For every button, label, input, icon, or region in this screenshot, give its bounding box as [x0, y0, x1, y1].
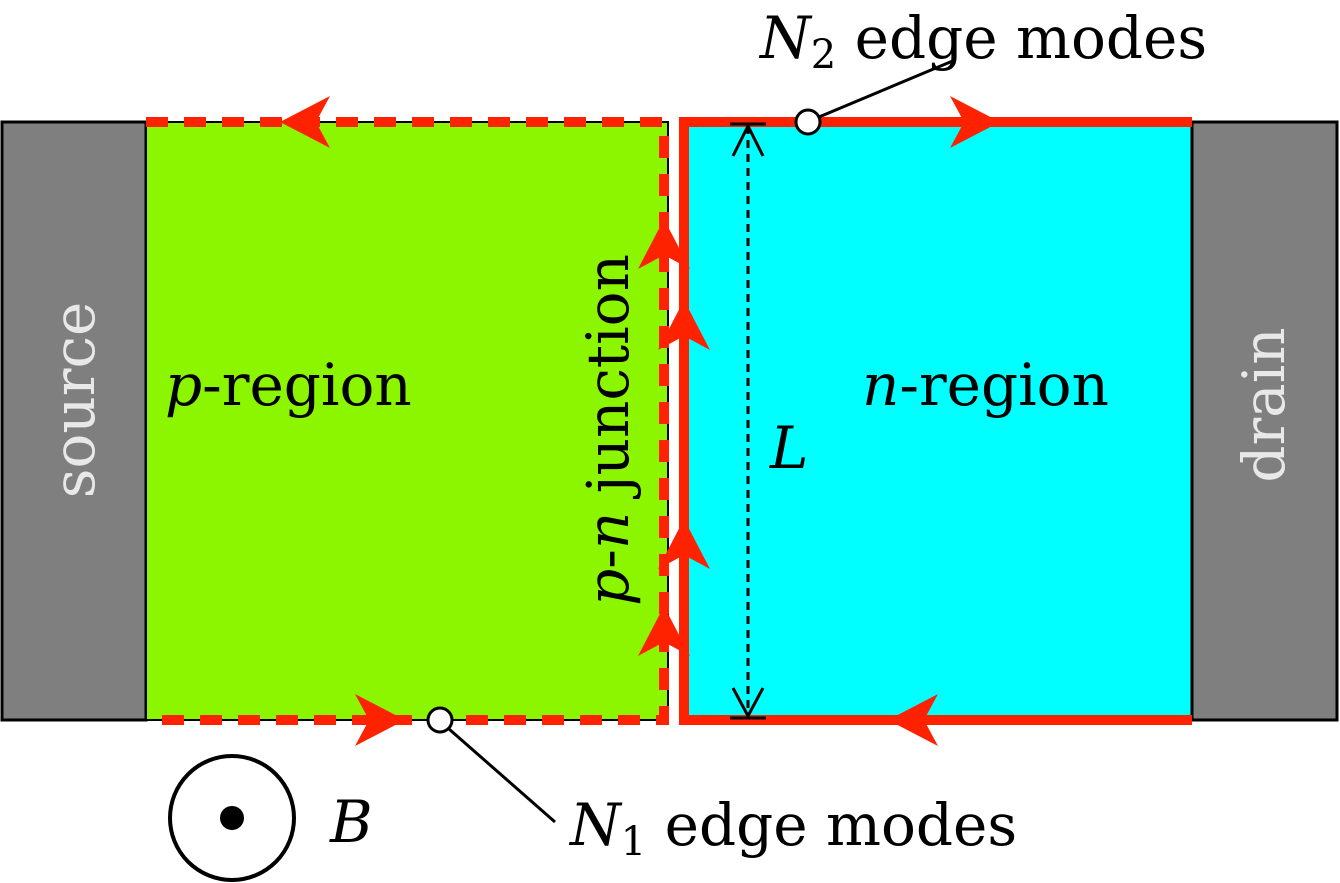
source-contact	[0, 120, 148, 722]
field-label: B	[329, 788, 373, 856]
drain-label: drain	[1230, 327, 1298, 482]
svg-text:N1 edge modes: N1 edge modes	[568, 791, 1017, 865]
junction-label: p-n junction	[574, 254, 642, 606]
svg-text:N2 edge modes: N2 edge modes	[758, 4, 1207, 78]
n1-edge-path	[146, 117, 669, 725]
length-indicator	[730, 122, 766, 720]
p-region-label: p-region	[165, 351, 412, 419]
magnetic-field-out-of-page-icon	[168, 754, 296, 882]
n-region	[684, 122, 1192, 720]
n-region-label: n-region	[862, 351, 1109, 419]
source-label: source	[40, 302, 108, 499]
n2-annotation: N2 edge modes	[758, 4, 1207, 136]
n2-edge-path	[679, 117, 1192, 725]
drain-contact	[1190, 120, 1339, 722]
n1-annotation: N1 edge modes	[426, 706, 1017, 865]
length-label: L	[769, 414, 809, 482]
p-region	[145, 121, 669, 721]
